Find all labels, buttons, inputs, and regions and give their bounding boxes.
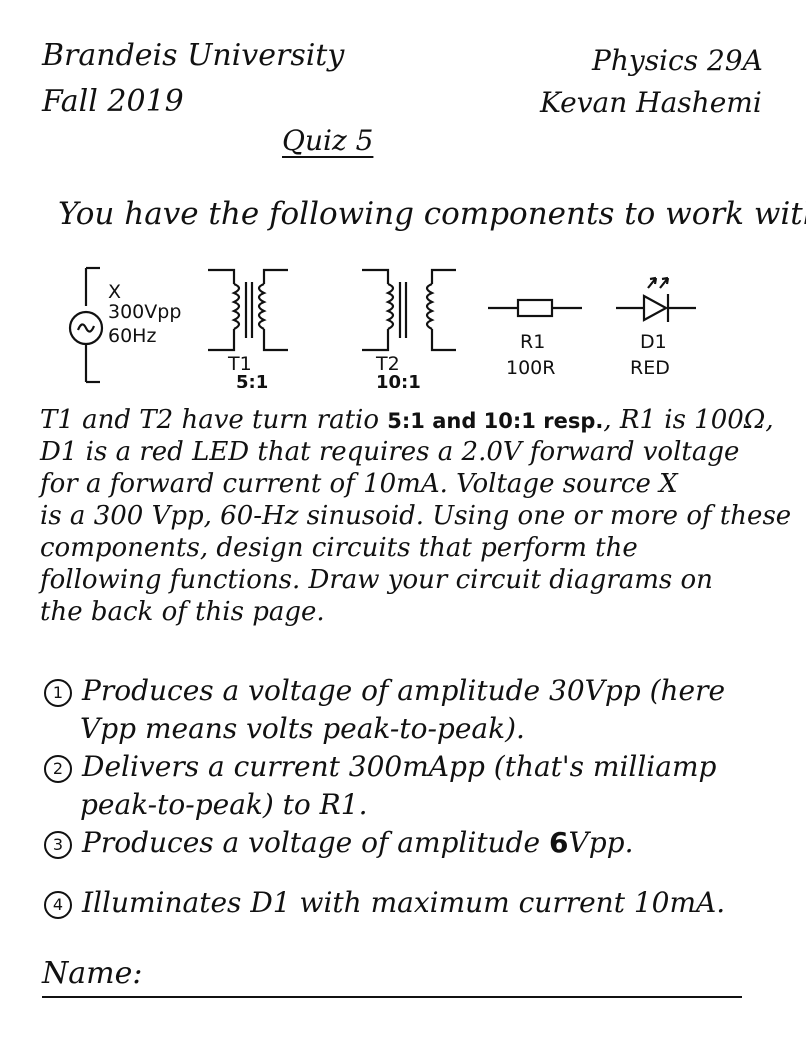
- task-item: 3 Produces a voltage of amplitude 6Vpp.: [44, 824, 804, 862]
- description-text: T1 and T2 have turn ratio: [40, 405, 388, 435]
- components-diagram: X 300Vpp 60Hz T1 5:1 T2 10:1: [68, 266, 696, 388]
- t1-name-label: T1: [227, 353, 252, 375]
- description-line: the back of this page.: [40, 597, 325, 627]
- source-name-label: X: [108, 281, 121, 303]
- course-name: Physics 29A: [592, 44, 763, 77]
- transformer-t1-symbol: [208, 268, 288, 352]
- quiz-title: Quiz 5: [282, 124, 374, 157]
- task-item-continued: Vpp means volts peak-to-peak).: [80, 712, 525, 745]
- source-voltage-label: 300Vpp: [108, 301, 181, 323]
- resistor-r1-symbol: [488, 298, 582, 318]
- d1-name-label: D1: [640, 331, 667, 353]
- description-line: is a 300 Vpp, 60-Hz sinusoid. Using one …: [40, 501, 792, 531]
- task-number-badge: 2: [44, 754, 72, 783]
- source-frequency-label: 60Hz: [108, 325, 156, 347]
- task-text: Delivers a current 300mApp (that's milli…: [82, 750, 717, 783]
- task-number-badge: 4: [44, 890, 72, 919]
- t1-ratio-label: 5:1: [236, 372, 268, 388]
- description-line: following functions. Draw your circuit d…: [40, 565, 713, 595]
- t2-name-label: T2: [375, 353, 400, 375]
- description-line: T1 and T2 have turn ratio 5:1 and 10:1 r…: [40, 404, 800, 436]
- task-item: 4 Illuminates D1 with maximum current 10m…: [44, 884, 804, 922]
- description-line: D1 is a red LED that requires a 2.0V for…: [40, 437, 740, 467]
- t2-ratio-label: 10:1: [376, 372, 421, 388]
- task-item: 2 Delivers a current 300mApp (that's mill…: [44, 748, 804, 786]
- instructor-name: Kevan Hashemi: [540, 86, 762, 119]
- r1-value-label: 100R: [506, 357, 555, 379]
- task-number-badge: 3: [44, 830, 72, 859]
- task-text: Vpp.: [568, 826, 634, 859]
- r1-name-label: R1: [520, 331, 545, 353]
- description-line: components, design circuits that perform…: [40, 533, 638, 563]
- led-d1-symbol: [616, 276, 696, 322]
- task-text: Illuminates D1 with maximum current 10mA…: [82, 886, 726, 919]
- university-name: Brandeis University: [42, 38, 345, 73]
- term: Fall 2019: [42, 84, 184, 119]
- task-item: 1 Produces a voltage of amplitude 30Vpp (…: [44, 672, 804, 710]
- task-list: 1 Produces a voltage of amplitude 30Vpp (…: [44, 672, 804, 922]
- intro-text: You have the following components to wor…: [58, 196, 806, 232]
- transformer-t2-symbol: [362, 268, 456, 352]
- task-item-continued: peak-to-peak) to R1.: [80, 788, 368, 821]
- name-underline: [42, 996, 742, 998]
- task-text: Produces a voltage of amplitude 30Vpp (h…: [82, 674, 726, 707]
- voltage-source-symbol: [68, 266, 104, 384]
- description-text: , R1 is 100Ω,: [603, 405, 774, 435]
- description-line: for a forward current of 10mA. Voltage s…: [40, 469, 678, 499]
- d1-value-label: RED: [630, 357, 670, 379]
- name-field[interactable]: Name:: [42, 956, 742, 998]
- task-text: Produces a voltage of amplitude: [82, 826, 550, 859]
- task-bold-value: 6: [549, 826, 569, 859]
- description-typed-text: 5:1 and 10:1 resp.: [387, 409, 604, 433]
- name-label: Name:: [42, 956, 143, 991]
- task-number-badge: 1: [44, 678, 72, 707]
- problem-description: T1 and T2 have turn ratio 5:1 and 10:1 r…: [40, 404, 800, 628]
